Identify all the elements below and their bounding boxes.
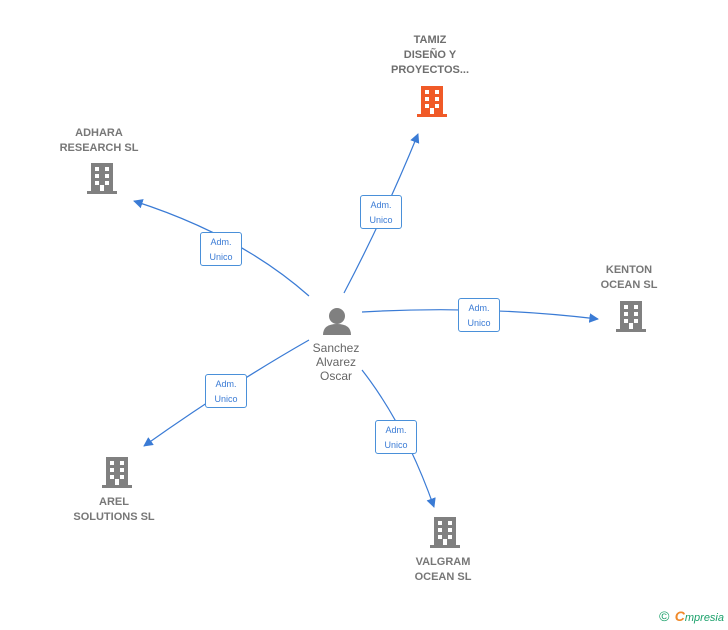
- building-icon[interactable]: [430, 517, 460, 548]
- company-name-line: ADHARA: [75, 127, 123, 139]
- relation-box-arel: Adm. Unico: [205, 374, 247, 408]
- company-label-valgram[interactable]: VALGRAM OCEAN SL: [415, 555, 472, 585]
- company-name-line: PROYECTOS...: [390, 64, 470, 76]
- brand-name: mpresia: [684, 612, 724, 624]
- person-name-line: Oscar: [319, 369, 353, 383]
- company-name-line: SOLUTIONS SL: [73, 511, 155, 523]
- footer-brand[interactable]: © Cmpresia: [659, 608, 724, 624]
- relation-line: Unico: [209, 252, 233, 262]
- relation-line: Adm.: [385, 425, 407, 435]
- copyright-icon: ©: [659, 608, 670, 624]
- person-label[interactable]: Sanchez Alvarez Oscar: [313, 341, 360, 383]
- building-icon[interactable]: [417, 86, 447, 117]
- company-name-line: KENTON: [605, 264, 653, 276]
- company-name-line: AREL: [99, 496, 129, 508]
- relation-box-adhara: Adm. Unico: [200, 232, 242, 266]
- relation-line: Adm.: [215, 379, 237, 389]
- person-name-line: Alvarez: [315, 355, 357, 369]
- building-icon[interactable]: [616, 301, 646, 332]
- relation-line: Adm.: [370, 200, 392, 210]
- company-name-line: DISEÑO Y: [403, 49, 457, 61]
- relation-box-valgram: Adm. Unico: [375, 420, 417, 454]
- relation-box-tamiz: Adm. Unico: [360, 195, 402, 229]
- brand-logo-letter: C: [674, 608, 685, 624]
- company-name-line: OCEAN SL: [600, 279, 658, 291]
- building-icon[interactable]: [102, 457, 132, 488]
- company-label-adhara[interactable]: ADHARA RESEARCH SL: [60, 126, 139, 156]
- company-label-arel[interactable]: AREL SOLUTIONS SL: [73, 495, 154, 525]
- relation-line: Adm.: [468, 303, 490, 313]
- company-name-line: TAMIZ: [413, 34, 447, 46]
- company-name-line: OCEAN SL: [414, 571, 472, 583]
- company-name-line: RESEARCH SL: [59, 142, 139, 154]
- relation-line: Unico: [467, 318, 491, 328]
- company-label-tamiz[interactable]: TAMIZ DISEÑO Y PROYECTOS...: [391, 33, 469, 78]
- building-icon[interactable]: [87, 163, 117, 194]
- person-name-line: Sanchez: [312, 341, 360, 355]
- relation-line: Adm.: [210, 237, 232, 247]
- relation-line: Unico: [214, 394, 238, 404]
- company-name-line: VALGRAM: [415, 556, 471, 568]
- company-label-kenton[interactable]: KENTON OCEAN SL: [601, 263, 658, 293]
- relation-box-kenton: Adm. Unico: [458, 298, 500, 332]
- person-icon: [323, 308, 351, 335]
- relation-line: Unico: [384, 440, 408, 450]
- relation-line: Unico: [369, 215, 393, 225]
